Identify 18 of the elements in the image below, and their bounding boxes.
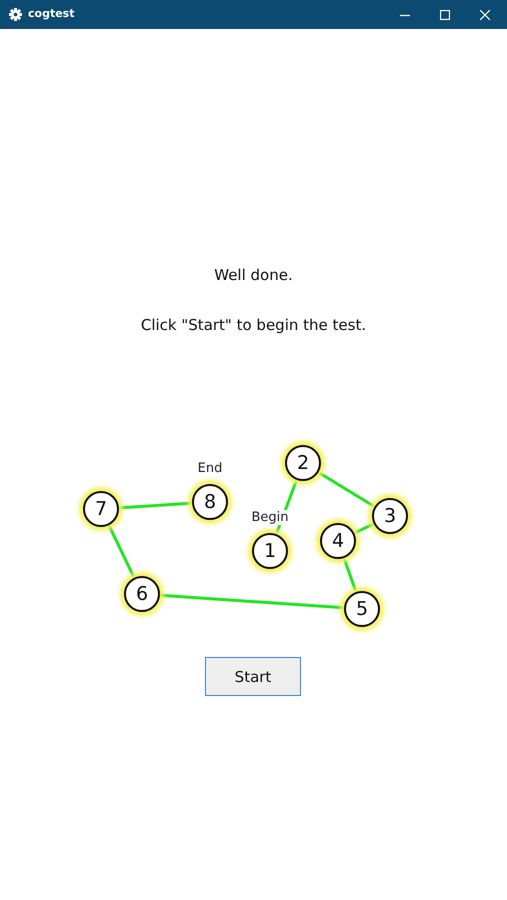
connector-line <box>318 471 376 508</box>
number-circle: 1 <box>252 533 288 569</box>
number-circle: 5 <box>344 591 380 627</box>
connector-line <box>107 524 136 578</box>
number-circle: 7 <box>83 491 119 527</box>
number-circle: 2 <box>285 445 321 481</box>
connector-line <box>118 502 192 510</box>
number-circle: 8 <box>192 484 228 520</box>
message-text: Well done. <box>214 266 293 284</box>
number-circle: 4 <box>320 523 356 559</box>
message-text: Click "Start" to begin the test. <box>140 316 366 334</box>
connector-line <box>342 557 358 593</box>
window-title: cogtest <box>28 7 74 20</box>
number-circle: 3 <box>372 498 408 534</box>
connector-line <box>160 594 344 610</box>
start-button: Start <box>205 657 301 696</box>
connector-line <box>354 522 374 535</box>
number-circle: 6 <box>124 576 160 612</box>
